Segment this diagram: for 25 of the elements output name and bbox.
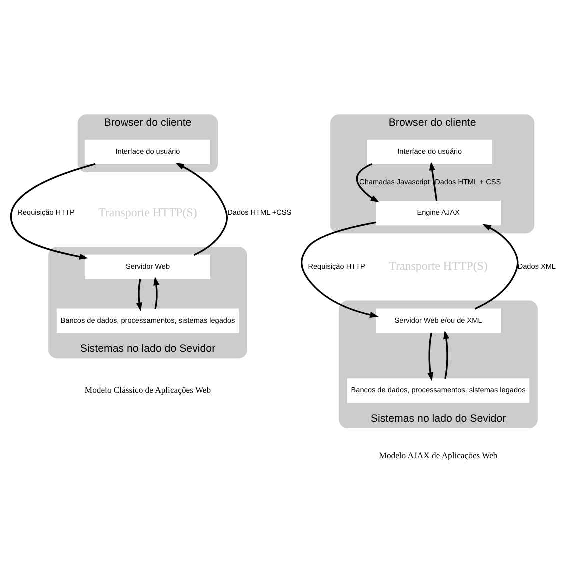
arrow [429, 161, 438, 201]
arrow [10, 162, 96, 260]
label: Modelo AJAX de Aplicações Web [379, 450, 498, 460]
edge-label: Dados XML [518, 262, 556, 271]
arrow [474, 224, 519, 310]
node-box: Servidor Web e/ou de XML [376, 308, 502, 333]
node-box: Engine AJAX [376, 200, 502, 226]
arrow [176, 162, 228, 256]
arrow [428, 332, 434, 381]
arrow [356, 163, 380, 202]
node-box: Servidor Web [86, 254, 210, 280]
edge-label: Requisição HTTP [308, 262, 366, 271]
edge-label: Requisição HTTP [18, 208, 75, 217]
arrow [154, 276, 160, 309]
edge-label: Dados HTML +CSS [228, 208, 292, 217]
label: Modelo Clássico de Aplicações Web [84, 384, 212, 395]
node-box: Interface do usuário [86, 139, 210, 164]
edge-label: Dados HTML + CSS [435, 177, 502, 186]
node-box: Bancos de dados, processamentos, sistemas legados [56, 308, 240, 333]
edge-label: Chamadas Javascript [360, 177, 430, 186]
arrow [301, 221, 379, 318]
arrow [444, 330, 450, 379]
node-box: Interface do usuário [367, 139, 492, 164]
node-box: Bancos de dados, processamentos, sistemas legados [347, 378, 530, 403]
arrow [136, 278, 142, 312]
